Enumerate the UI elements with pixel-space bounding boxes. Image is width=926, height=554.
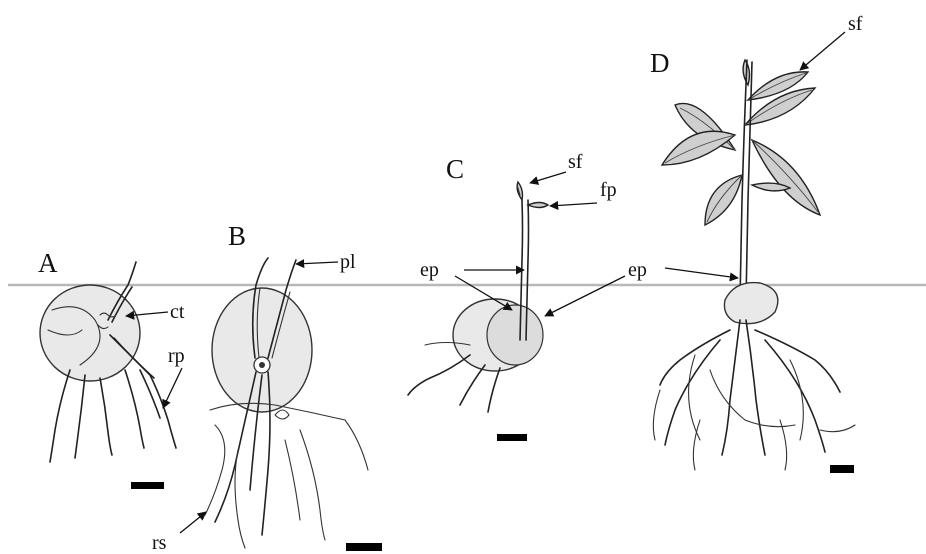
c-fp-arrow: [550, 203, 597, 206]
c-sf-arrow: [530, 172, 566, 183]
scale-bar-a: [131, 482, 164, 489]
annotation-d-sf: sf: [848, 13, 863, 35]
panel-c-seedling: [408, 182, 548, 412]
rp-arrow: [163, 368, 182, 408]
scale-bar-b: [346, 543, 382, 551]
panel-d-seedling: [653, 60, 855, 470]
annotation-rp: rp: [168, 345, 185, 367]
panel-a-label: A: [38, 248, 58, 278]
panel-d-label: D: [650, 48, 670, 78]
annotation-c-sf: sf: [568, 151, 583, 173]
annotation-mid-ep: ep: [628, 259, 647, 281]
annotation-c-fp: fp: [600, 179, 617, 201]
panel-b-seedling: [205, 258, 368, 548]
scale-bar-d: [830, 465, 854, 473]
panel-a-seedling: [40, 262, 176, 462]
annotation-pl: pl: [340, 251, 356, 273]
panel-b-label: B: [228, 221, 246, 251]
annotation-ct: ct: [170, 301, 185, 323]
annotation-c-ep: ep: [420, 259, 439, 281]
panel-c-label: C: [446, 154, 464, 184]
pl-arrow: [296, 262, 338, 264]
rs-arrow: [180, 512, 206, 533]
d-sf-arrow: [800, 32, 845, 70]
scale-bar-c: [497, 434, 527, 441]
annotation-rs: rs: [152, 532, 167, 554]
